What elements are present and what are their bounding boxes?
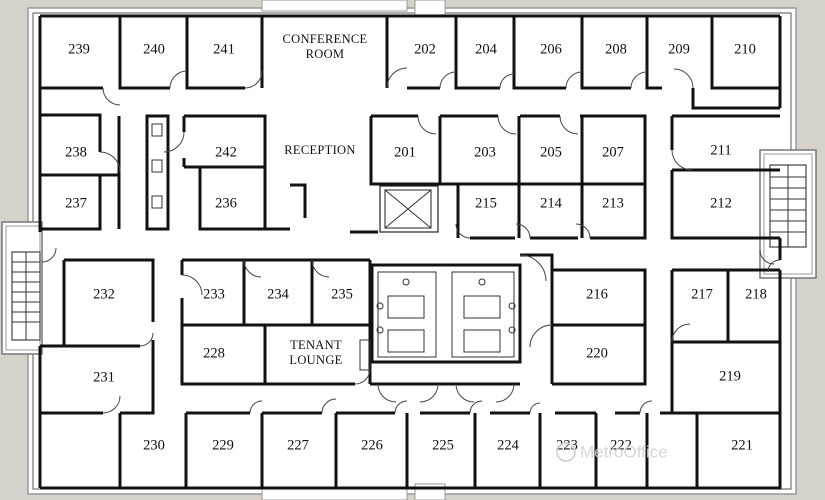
room-label-221: 221 (731, 437, 753, 453)
watermark-text: MetroOffice (580, 442, 668, 461)
room-label-204: 204 (475, 41, 498, 57)
room-label-211: 211 (710, 142, 731, 158)
room-label-223: 223 (556, 437, 578, 453)
room-label-227: 227 (287, 437, 309, 453)
building-envelope (27, 0, 797, 500)
watermark: MetroOffice (556, 442, 668, 462)
room-label-209: 209 (668, 41, 690, 57)
room-label-220: 220 (586, 345, 608, 361)
room-label-230: 230 (143, 437, 165, 453)
room-label-216: 216 (586, 286, 608, 302)
room-label-213: 213 (602, 195, 624, 211)
room-label-212: 212 (710, 195, 732, 211)
restroom-fixtures (151, 123, 516, 371)
room-label-202: 202 (414, 41, 436, 57)
room-label-203: 203 (474, 144, 496, 160)
room-label-238: 238 (65, 144, 87, 160)
room-label-224: 224 (497, 437, 520, 453)
walls (38, 14, 782, 490)
room-label-235: 235 (331, 286, 353, 302)
room-label-215: 215 (475, 195, 497, 211)
room-label-219: 219 (719, 368, 741, 384)
room-label-242: 242 (215, 144, 237, 160)
room-label-239: 239 (68, 41, 90, 57)
room-label-234: 234 (267, 286, 290, 302)
room-label-reception: RECEPTION (284, 143, 355, 157)
room-label-210: 210 (734, 41, 756, 57)
room-label-218: 218 (745, 286, 767, 302)
door-swings (99, 67, 781, 414)
room-label-233: 233 (203, 286, 225, 302)
room-label-229: 229 (212, 437, 234, 453)
room-label-232: 232 (93, 286, 115, 302)
room-label-222: 222 (610, 437, 632, 453)
room-label-240: 240 (143, 41, 165, 57)
room-label-241: 241 (213, 41, 235, 57)
room-label-207: 207 (602, 144, 624, 160)
room-label-217: 217 (691, 286, 713, 302)
room-label-231: 231 (93, 369, 115, 385)
room-label-237: 237 (65, 195, 87, 211)
stairwell-west (1, 221, 57, 355)
room-label-228: 228 (203, 345, 225, 361)
room-label-208: 208 (605, 41, 627, 57)
room-label-236: 236 (215, 195, 237, 211)
room-label-214: 214 (540, 195, 563, 211)
room-label-206: 206 (540, 41, 562, 57)
room-label-201: 201 (394, 144, 416, 160)
room-label-226: 226 (361, 437, 383, 453)
room-label-225: 225 (432, 437, 454, 453)
room-label-205: 205 (540, 144, 562, 160)
